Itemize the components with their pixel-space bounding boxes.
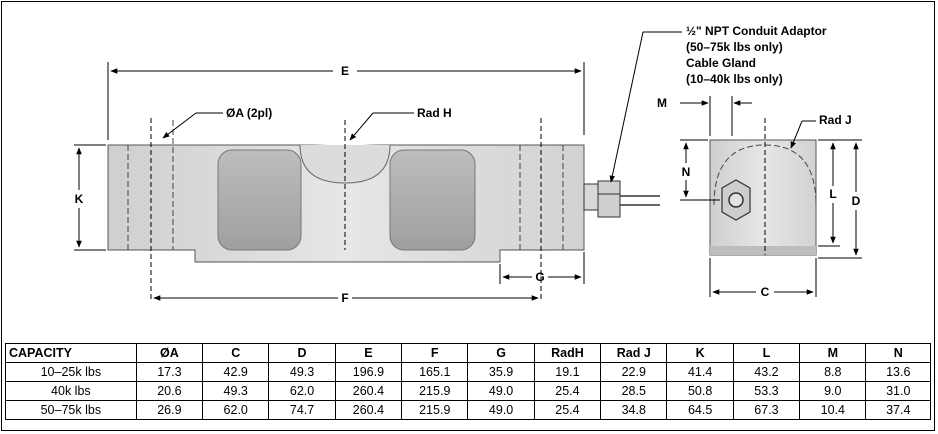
conduit-adaptor xyxy=(597,180,621,218)
callout-line-4: (10–40k lbs only) xyxy=(686,72,783,86)
table-cell: 28.5 xyxy=(600,381,668,401)
dimension-oA: ØA (2pl) xyxy=(162,106,272,139)
header-G: G xyxy=(467,343,535,363)
table-cell: 67.3 xyxy=(732,400,801,420)
dimension-radJ: Rad J xyxy=(790,113,852,149)
table-cell: 17.3 xyxy=(135,362,204,382)
header-C: C xyxy=(202,343,270,363)
dimension-L: L xyxy=(818,139,840,247)
table-cell: 165.1 xyxy=(401,362,469,382)
header-M: M xyxy=(799,343,867,363)
table-cell: 215.9 xyxy=(401,381,469,401)
dimension-G: G xyxy=(499,252,585,284)
table-header-row: CAPACITY ØA C D E F G RadH Rad J K L M N xyxy=(5,343,931,363)
table-cell: 9.0 xyxy=(799,381,867,401)
dim-label-E: E xyxy=(341,64,349,78)
table-cell: 49.0 xyxy=(467,381,535,401)
table-cell: 260.4 xyxy=(334,381,403,401)
beam-side-view xyxy=(107,118,660,300)
dimension-F: F xyxy=(153,291,539,305)
table-cell: 62.0 xyxy=(202,400,270,420)
header-D: D xyxy=(268,343,336,363)
callout-line-3: Cable Gland xyxy=(686,56,756,70)
beam-end-view xyxy=(709,139,817,256)
dimension-N: N xyxy=(680,139,720,201)
table-cell: 49.3 xyxy=(202,381,270,401)
header-L: L xyxy=(732,343,801,363)
dim-label-radJ: Rad J xyxy=(819,113,852,127)
dimension-M: M xyxy=(657,96,752,136)
callout-line-2: (50–75k lbs only) xyxy=(686,40,783,54)
header-radH: RadH xyxy=(533,343,602,363)
table-row: 10–25k lbs 17.3 42.9 49.3 196.9 165.1 35… xyxy=(5,362,931,382)
conduit-callout: ½" NPT Conduit Adaptor (50–75k lbs only)… xyxy=(609,24,827,183)
dim-label-D: D xyxy=(852,194,861,208)
dim-label-L: L xyxy=(829,187,836,201)
dim-label-radH: Rad H xyxy=(417,106,452,120)
table-cell: 50.8 xyxy=(666,381,734,401)
table-cell: 10.4 xyxy=(799,400,867,420)
table-cell: 8.8 xyxy=(799,362,867,382)
table-cell: 31.0 xyxy=(865,381,931,401)
table-cell: 74.7 xyxy=(268,400,336,420)
table-row: 50–75k lbs 26.9 62.0 74.7 260.4 215.9 49… xyxy=(5,400,931,420)
table-cell: 260.4 xyxy=(334,400,403,420)
table-cell: 196.9 xyxy=(334,362,403,382)
table-cell: 43.2 xyxy=(732,362,801,382)
table-cell: 37.4 xyxy=(865,400,931,420)
table-cell: 26.9 xyxy=(135,400,204,420)
dimension-K: K xyxy=(74,144,106,251)
table-cell: 20.6 xyxy=(135,381,204,401)
header-E: E xyxy=(334,343,403,363)
dim-label-N: N xyxy=(682,165,691,179)
dimension-D: D xyxy=(818,139,862,259)
header-capacity: CAPACITY xyxy=(5,343,137,363)
header-K: K xyxy=(666,343,734,363)
table-cell: 34.8 xyxy=(600,400,668,420)
table-cell: 49.0 xyxy=(467,400,535,420)
cell-capacity: 40k lbs xyxy=(5,381,137,401)
dim-label-oA: ØA (2pl) xyxy=(226,106,272,120)
table-cell: 64.5 xyxy=(666,400,734,420)
load-cell-drawing: E ØA (2pl) Rad H K F G ½" NPT Condui xyxy=(74,24,862,305)
dim-label-F: F xyxy=(341,291,348,305)
table-cell: 62.0 xyxy=(268,381,336,401)
dimension-radH: Rad H xyxy=(349,106,452,141)
table-cell: 25.4 xyxy=(533,400,602,420)
header-radJ: Rad J xyxy=(600,343,668,363)
left-gauge-pocket xyxy=(217,149,302,251)
dim-label-C: C xyxy=(761,285,770,299)
dimension-E: E xyxy=(107,62,585,140)
table-cell: 25.4 xyxy=(533,381,602,401)
header-oA: ØA xyxy=(135,343,204,363)
header-F: F xyxy=(401,343,469,363)
callout-line-1: ½" NPT Conduit Adaptor xyxy=(686,24,827,38)
table-row: 40k lbs 20.6 49.3 62.0 260.4 215.9 49.0 … xyxy=(5,381,931,401)
right-gauge-pocket xyxy=(389,149,476,251)
cell-capacity: 50–75k lbs xyxy=(5,400,137,420)
dimension-C: C xyxy=(709,258,817,299)
header-N: N xyxy=(865,343,931,363)
table-cell: 215.9 xyxy=(401,400,469,420)
table-cell: 13.6 xyxy=(865,362,931,382)
dim-label-M: M xyxy=(657,96,667,110)
table-cell: 41.4 xyxy=(666,362,734,382)
cell-capacity: 10–25k lbs xyxy=(5,362,137,382)
table-cell: 35.9 xyxy=(467,362,535,382)
table-cell: 53.3 xyxy=(732,381,801,401)
dim-label-K: K xyxy=(75,192,84,206)
table-cell: 19.1 xyxy=(533,362,602,382)
table-cell: 42.9 xyxy=(202,362,270,382)
table-cell: 22.9 xyxy=(600,362,668,382)
dimensions-table: CAPACITY ØA C D E F G RadH Rad J K L M N… xyxy=(5,343,931,420)
dim-label-G: G xyxy=(535,270,544,284)
table-cell: 49.3 xyxy=(268,362,336,382)
